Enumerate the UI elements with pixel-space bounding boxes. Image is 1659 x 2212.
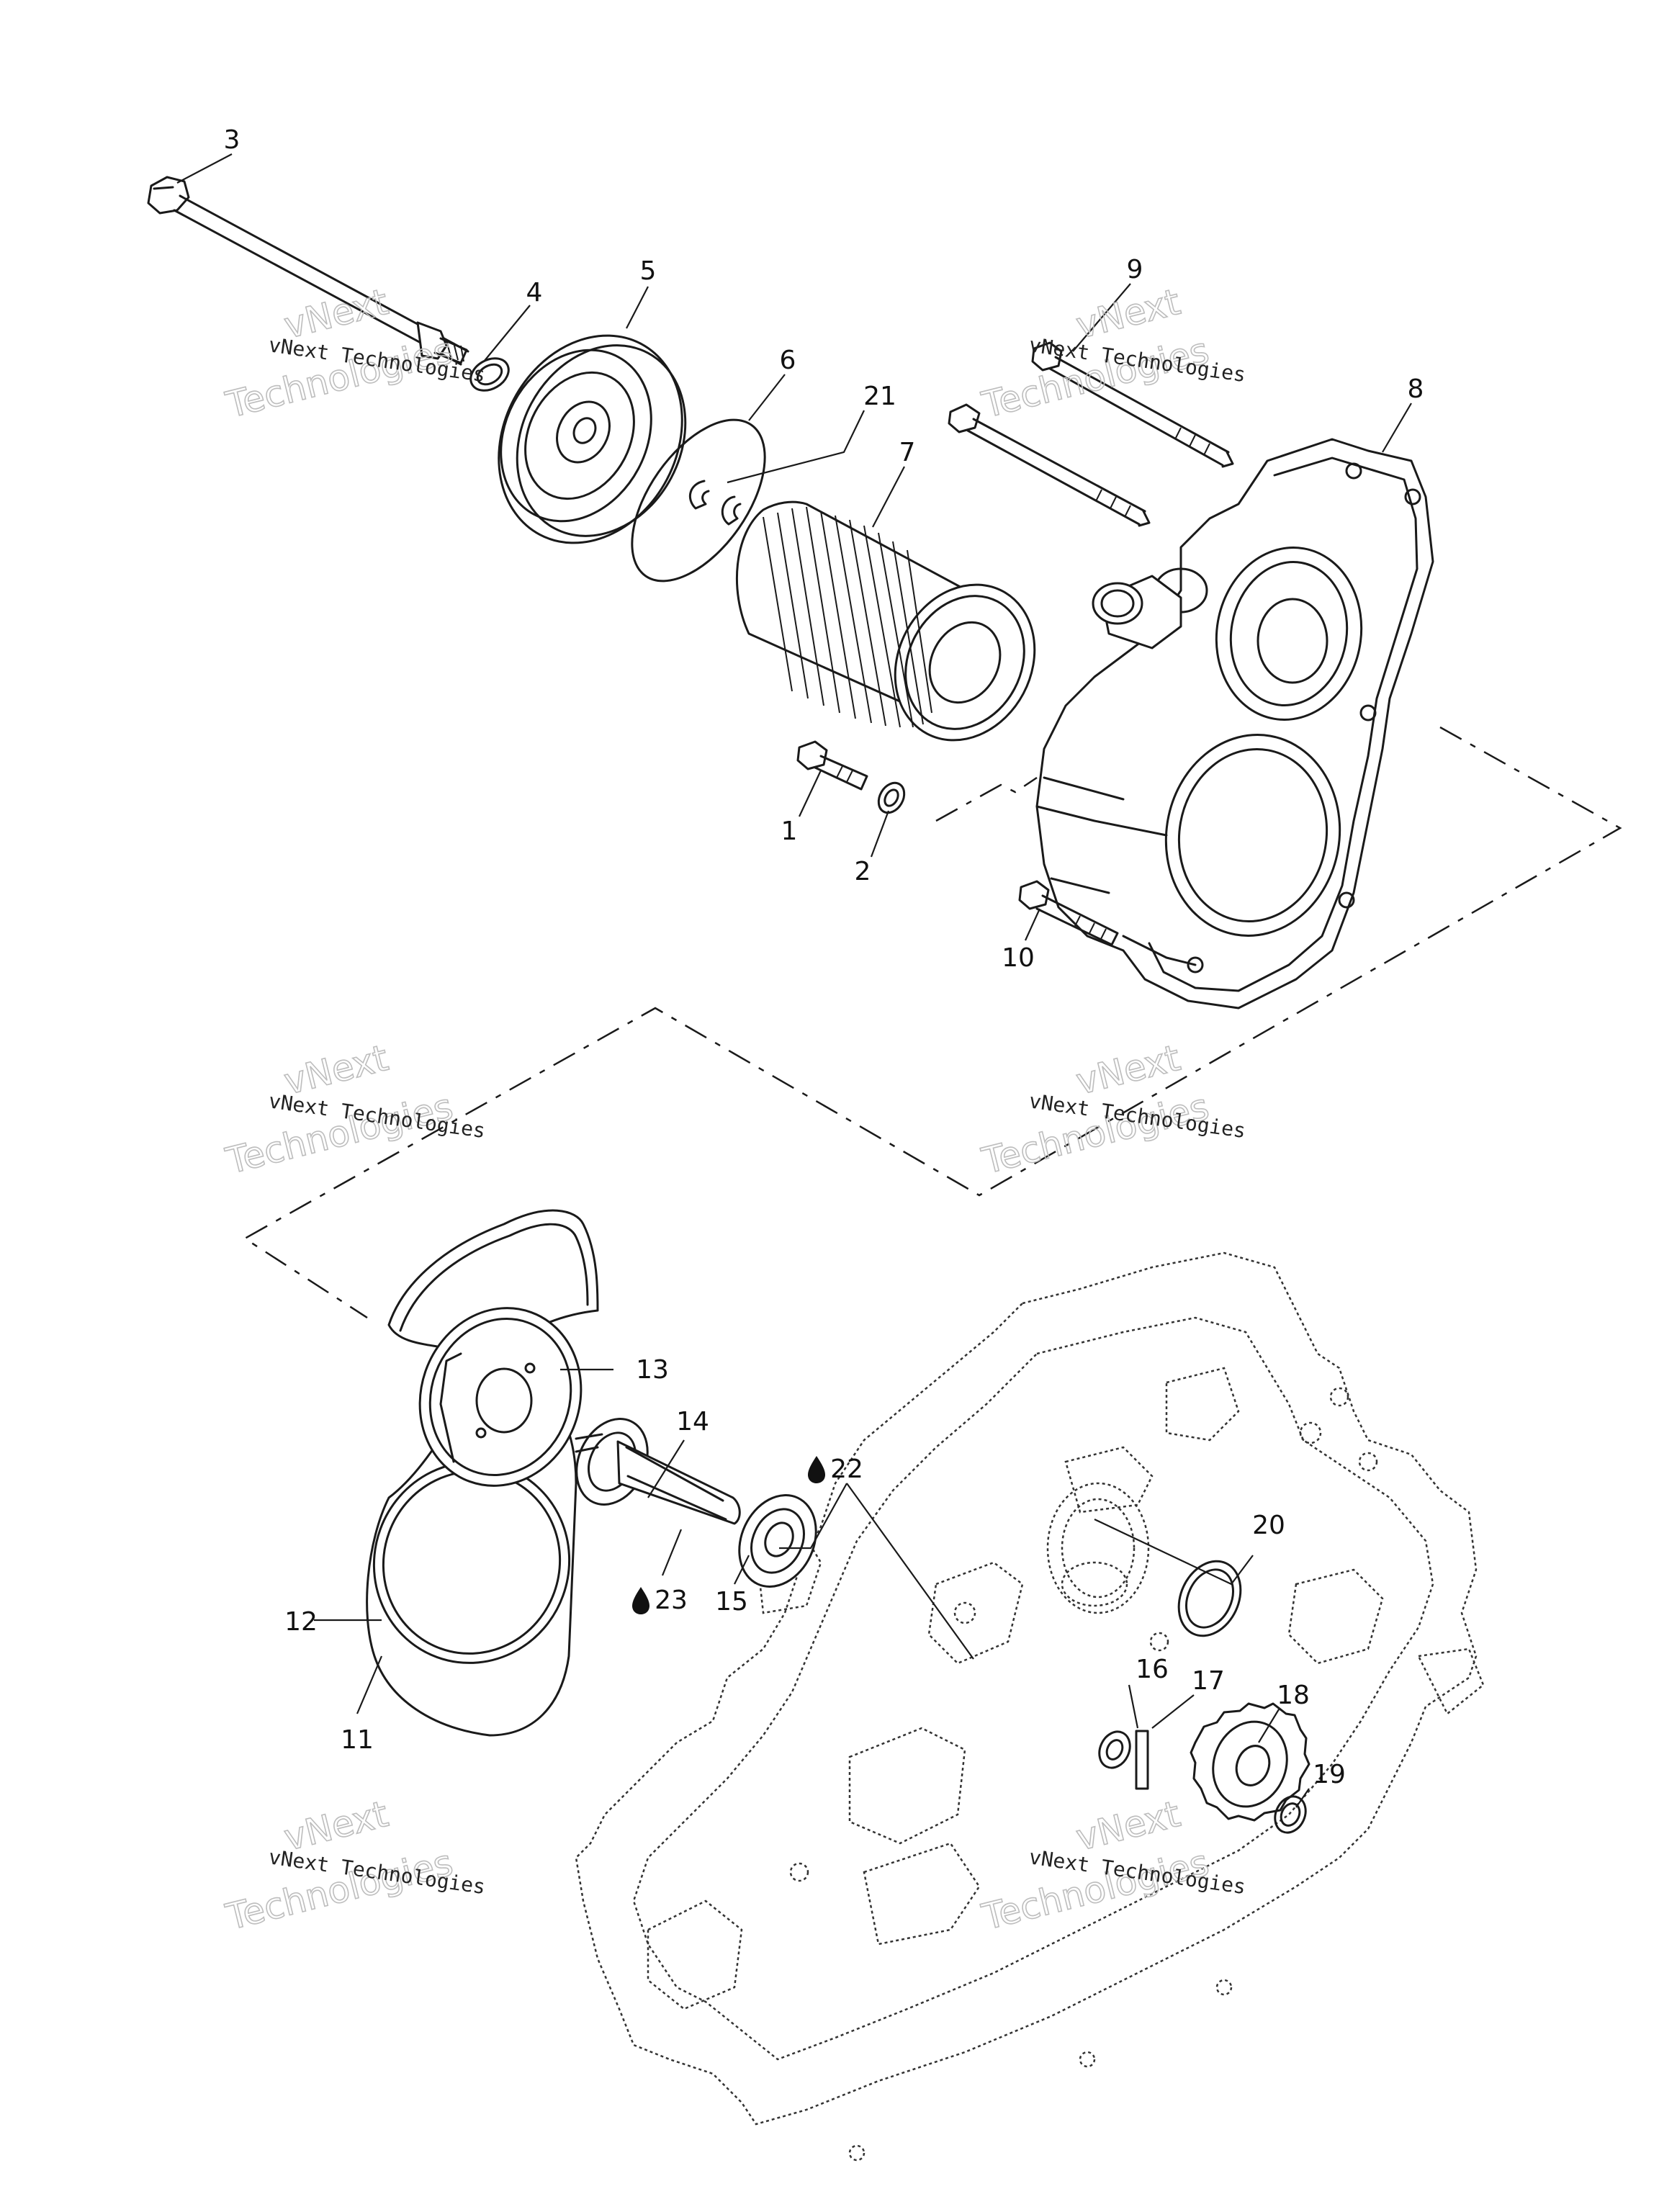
callout-1: 1	[781, 817, 798, 846]
callout-14: 14	[676, 1407, 709, 1437]
watermark-top-left: vNext Technologies vNext Technologies	[221, 280, 487, 426]
oil-drop-icon	[632, 1587, 649, 1614]
assembly-reference-lines	[243, 726, 1622, 1319]
part-16-washer	[1098, 1730, 1131, 1769]
part-21-retaining-clips	[688, 480, 742, 526]
callout-21: 21	[863, 382, 896, 411]
part-15-bearing	[738, 1494, 817, 1588]
callout-19: 19	[1313, 1760, 1346, 1789]
svg-text:vNext: vNext	[1072, 1793, 1184, 1859]
watermark-mid-right: vNext Technologies vNext Technologies	[977, 1036, 1247, 1182]
callout-3: 3	[224, 125, 240, 155]
part-13-pump-rotor	[418, 1307, 583, 1487]
part-14-pump-shaft	[575, 1418, 741, 1525]
watermark-mid-left: vNext Technologies vNext Technologies	[221, 1036, 487, 1182]
watermark-bottom-right: vNext Technologies vNext Technologies	[977, 1792, 1247, 1938]
callout-23: 23	[655, 1586, 688, 1615]
callout-7: 7	[899, 438, 916, 467]
part-9-bolts	[948, 341, 1234, 527]
callout-labels: 3 4 5 6 21 7 9 8 1 2 10 13 14 22 23 15 2…	[224, 125, 1424, 1789]
callout-20: 20	[1252, 1511, 1285, 1540]
svg-text:vNext: vNext	[1072, 281, 1184, 347]
watermark-bottom-left: vNext Technologies vNext Technologies	[221, 1792, 487, 1938]
callout-22: 22	[830, 1455, 863, 1484]
part-1-bolt	[796, 740, 868, 791]
part-20-o-ring	[1177, 1560, 1242, 1637]
part-18-drive-gear	[1190, 1702, 1310, 1822]
svg-text:vNext: vNext	[1072, 1037, 1184, 1103]
part-2-washer	[877, 781, 906, 814]
callout-leader-lines	[176, 153, 1412, 1808]
callout-18: 18	[1277, 1681, 1310, 1710]
callout-15: 15	[715, 1587, 748, 1617]
callout-10: 10	[1002, 943, 1035, 973]
callout-8: 8	[1408, 374, 1424, 404]
callout-13: 13	[636, 1355, 669, 1385]
part-6-o-ring	[631, 418, 766, 583]
callout-9: 9	[1127, 255, 1143, 284]
callout-4: 4	[526, 278, 543, 307]
part-7-oil-filter	[735, 500, 1036, 742]
part-19-circlip	[1274, 1795, 1307, 1834]
callout-16: 16	[1136, 1655, 1169, 1684]
callout-5: 5	[640, 256, 657, 286]
engine-crankcase-ghost	[575, 1251, 1485, 2162]
callout-11: 11	[341, 1725, 374, 1755]
callout-12: 12	[284, 1607, 318, 1637]
part-8-oil-pump-housing	[1035, 438, 1434, 1010]
part-10-bolt	[1018, 880, 1119, 946]
callout-17: 17	[1192, 1666, 1225, 1696]
part-17-dowel-pin	[1135, 1730, 1149, 1790]
part-4-washer	[469, 357, 510, 392]
part-5-oil-filter-cover	[498, 334, 687, 544]
oil-drop-icon	[808, 1456, 825, 1483]
part-3-long-bolt	[147, 176, 469, 366]
callout-6: 6	[780, 346, 796, 375]
callout-2: 2	[855, 857, 871, 886]
